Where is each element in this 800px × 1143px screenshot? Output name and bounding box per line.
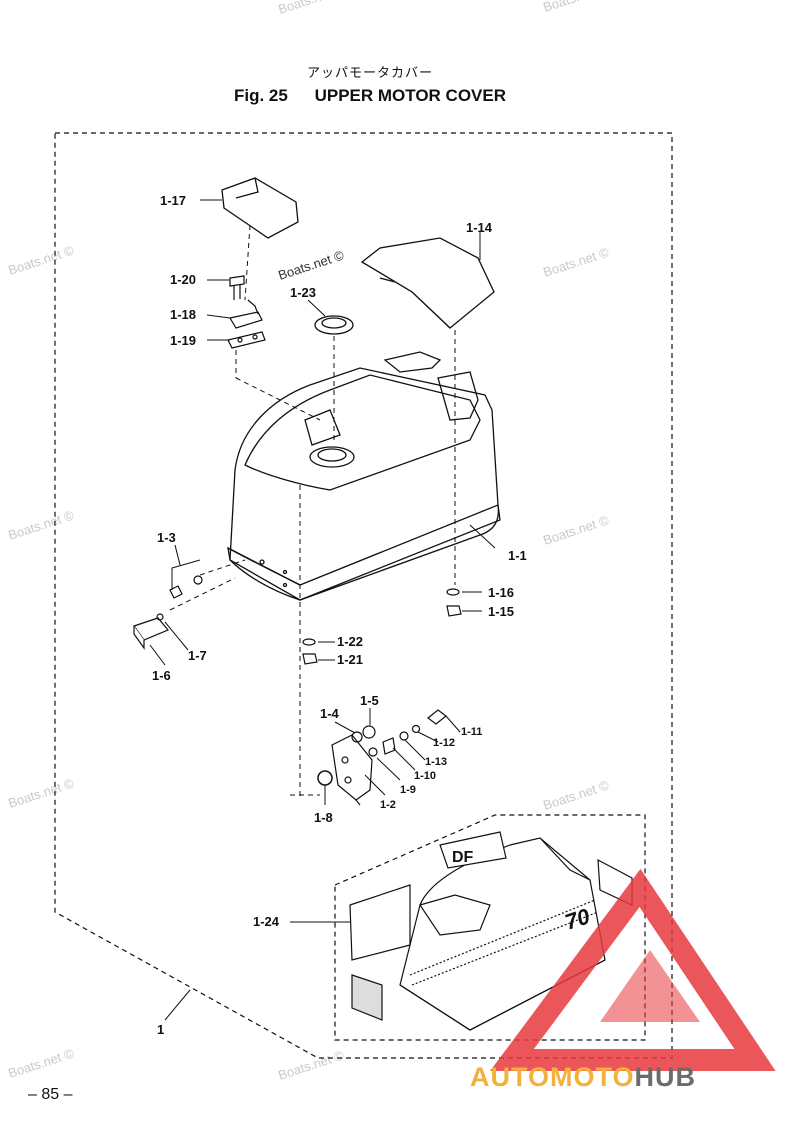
automotohub-logo-icon — [490, 868, 776, 1071]
figure-title-text: UPPER MOTOR COVER — [314, 86, 507, 105]
label-1-7: 1-7 — [188, 648, 207, 663]
decal-brand-text: DF — [452, 849, 474, 866]
part-1-9-ring — [368, 747, 378, 757]
page-number: – 85 – — [28, 1086, 73, 1103]
part-1-23-grommet — [314, 315, 354, 335]
label-1-12: 1-12 — [433, 737, 455, 749]
watermark: Boats.net © — [6, 775, 76, 810]
part-1-3-screw — [169, 575, 203, 599]
label-1-22: 1-22 — [337, 634, 363, 649]
part-1-19-plate — [227, 331, 266, 349]
label-1-10: 1-10 — [414, 770, 436, 782]
watermark: Boats.net © — [276, 1047, 346, 1082]
watermark: Boats.net © — [276, 0, 346, 17]
part-1-6-block — [133, 617, 169, 650]
label-1-2: 1-2 — [380, 799, 396, 811]
part-1-12-washer — [411, 724, 421, 734]
part-labels: 1-17 1-14 1-20 1-23 1-18 1-19 1-3 1-1 1-… — [152, 193, 527, 1037]
label-1-9: 1-9 — [400, 784, 416, 796]
label-1-3: 1-3 — [157, 530, 176, 545]
label-1-8: 1-8 — [314, 810, 333, 825]
label-1-1: 1-1 — [508, 548, 527, 563]
part-1-21-nut — [302, 653, 318, 665]
logo-text-a: AUTOMOTO — [470, 1062, 635, 1092]
leader-lines — [149, 199, 496, 1021]
label-1: 1 — [157, 1022, 164, 1037]
label-1-18: 1-18 — [170, 307, 196, 322]
label-1-13: 1-13 — [425, 756, 447, 768]
figure-number: Fig. 25 — [233, 86, 288, 105]
label-1-20: 1-20 — [170, 272, 196, 287]
part-1-20-bolt — [229, 275, 245, 300]
label-1-21: 1-21 — [337, 652, 363, 667]
part-1-13-washer — [399, 731, 409, 741]
watermark: Boats.net © — [541, 0, 611, 15]
label-1-15: 1-15 — [488, 604, 514, 619]
label-1-16: 1-16 — [488, 585, 514, 600]
label-1-24: 1-24 — [253, 914, 280, 929]
part-1-2-lock-assembly — [331, 734, 373, 806]
part-1-15-nut — [446, 605, 462, 617]
watermark: Boats.net © — [6, 1045, 76, 1080]
watermark: Boats.net © — [541, 244, 611, 279]
label-1-14: 1-14 — [466, 220, 493, 235]
assembly-boundary — [54, 132, 673, 1059]
part-1-4-washer — [351, 731, 363, 743]
part-1-24-decal-set — [349, 831, 633, 1031]
watermark: Boats.net © — [6, 507, 76, 542]
watermark: Boats.net © — [541, 512, 611, 547]
label-1-23: 1-23 — [290, 285, 316, 300]
watermark: Boats.net © — [276, 247, 346, 282]
part-1-8-grommet — [317, 770, 333, 786]
label-1-17: 1-17 — [160, 193, 186, 208]
part-1-11-bolt — [427, 709, 447, 725]
label-1-11: 1-11 — [461, 726, 482, 738]
watermark: Boats.net © — [541, 777, 611, 812]
figure-title: Fig. 25 UPPER MOTOR COVER — [0, 86, 740, 106]
label-1-6: 1-6 — [152, 668, 171, 683]
part-1-18-washer — [229, 299, 263, 329]
part-1-14-cover — [360, 237, 495, 329]
part-1-5-bushing — [362, 725, 376, 739]
decal-set-boundary — [334, 814, 646, 1041]
part-1-22-washer — [302, 638, 316, 646]
logo-text-b: HUB — [634, 1062, 697, 1092]
upper-motor-cover — [227, 351, 501, 601]
part-1-10-clip — [382, 737, 396, 755]
label-1-19: 1-19 — [170, 333, 196, 348]
brand-logo: AUTOMOTOHUB — [470, 1062, 696, 1093]
watermark: Boats.net © — [6, 242, 76, 277]
part-1-16-washer — [446, 588, 460, 596]
label-1-4: 1-4 — [320, 706, 340, 721]
alignment-lines — [169, 224, 456, 800]
label-1-5: 1-5 — [360, 693, 379, 708]
title-japanese: アッパモータカバー — [306, 66, 433, 81]
part-1-17-cover — [221, 177, 299, 239]
part-1-7-washer — [156, 613, 164, 621]
